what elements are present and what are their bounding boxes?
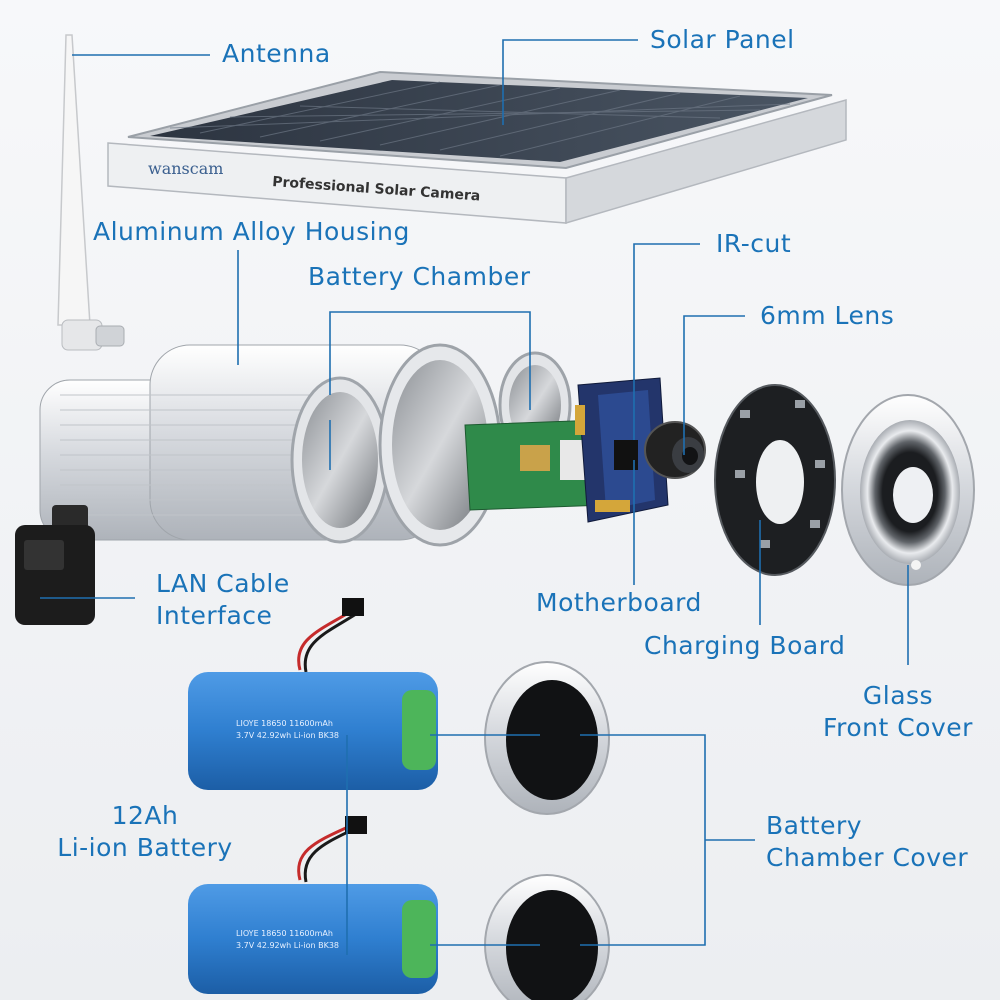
label-lan-cable-interface: LAN Cable Interface (156, 568, 290, 632)
battery-top-illustration: LIOYE 18650 11600mAh 3.7V 42.92wh Li-ion… (188, 598, 438, 790)
label-aluminum-housing: Aluminum Alloy Housing (93, 217, 410, 246)
label-glass-front-cover: Glass Front Cover (800, 680, 996, 744)
label-solar-panel: Solar Panel (650, 25, 795, 54)
label-chamber-cover-line2: Chamber Cover (766, 843, 969, 872)
charging-board-illustration (714, 384, 836, 576)
label-ir-cut: IR-cut (716, 229, 792, 258)
label-charging-board: Charging Board (644, 631, 846, 660)
chamber-cover-top-illustration (484, 661, 610, 815)
lan-connector-illustration (15, 505, 95, 625)
antenna-illustration (57, 34, 125, 351)
glass-front-cover-illustration (841, 394, 975, 586)
housing-illustration (39, 343, 572, 547)
label-6mm-lens: 6mm Lens (760, 301, 895, 330)
battery-top-print-1: LIOYE 18650 11600mAh (236, 719, 333, 728)
label-lan-line2: Interface (156, 601, 273, 630)
pcb-illustration (464, 419, 606, 511)
label-battery-line2: Li-ion Battery (57, 833, 233, 862)
label-chamber-cover-line1: Battery (766, 811, 863, 840)
leader-lines (40, 39, 909, 955)
label-li-ion-battery: 12Ah Li-ion Battery (40, 800, 250, 864)
label-battery-line1: 12Ah (111, 801, 179, 830)
battery-bottom-print-2: 3.7V 42.92wh Li-ion BK38 (236, 941, 339, 950)
solar-panel-illustration: wanscam Professional Solar Camera (107, 70, 847, 225)
label-antenna: Antenna (222, 39, 331, 68)
lens-illustration (644, 421, 706, 479)
panel-brand-text: wanscam (148, 159, 223, 178)
label-lan-line1: LAN Cable (156, 569, 290, 598)
label-battery-chamber-cover: Battery Chamber Cover (766, 810, 968, 874)
label-battery-chamber: Battery Chamber (308, 262, 531, 291)
motherboard-illustration (575, 377, 669, 523)
label-glass-line2: Front Cover (823, 713, 973, 742)
battery-top-print-2: 3.7V 42.92wh Li-ion BK38 (236, 731, 339, 740)
battery-bottom-print-1: LIOYE 18650 11600mAh (236, 929, 333, 938)
battery-bottom-illustration: LIOYE 18650 11600mAh 3.7V 42.92wh Li-ion… (188, 816, 438, 994)
label-motherboard: Motherboard (536, 588, 702, 617)
label-glass-line1: Glass (862, 681, 934, 710)
chamber-cover-bottom-illustration (484, 874, 610, 1000)
